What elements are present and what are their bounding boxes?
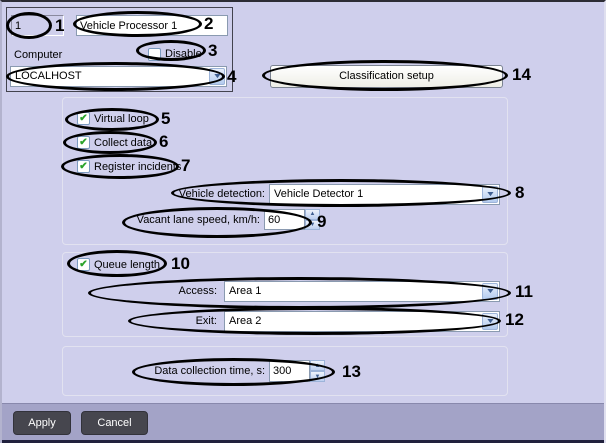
vacant-lane-speed-stepper[interactable]: ▲ ▼ — [305, 209, 320, 230]
callout-number-14: 14 — [512, 65, 531, 84]
queue-length-label: Queue length — [94, 259, 161, 271]
virtual-loop-checkbox[interactable]: ✔ — [77, 112, 90, 125]
collect-data-checkbox[interactable]: ✔ — [77, 136, 90, 149]
disable-checkbox[interactable] — [148, 48, 161, 61]
vehicle-detection-select[interactable]: Vehicle Detector 1 ▼ — [269, 184, 500, 205]
exit-label: Exit: — [195, 315, 217, 327]
computer-select-value: LOCALHOST — [15, 70, 82, 82]
collect-data-label: Collect data — [94, 137, 153, 149]
chevron-down-icon[interactable]: ▼ — [482, 186, 498, 203]
apply-button[interactable]: Apply — [13, 411, 71, 435]
data-collection-time-field[interactable] — [269, 360, 310, 382]
vehicle-detection-label: Vehicle detection: — [178, 188, 265, 200]
data-collection-time-label: Data collection time, s: — [154, 365, 265, 377]
identity-panel — [6, 7, 233, 92]
footer-edge — [2, 440, 604, 443]
spin-down-icon[interactable]: ▼ — [310, 371, 325, 382]
spin-up-icon[interactable]: ▲ — [310, 360, 325, 371]
vacant-lane-speed-label: Vacant lane speed, km/h: — [136, 214, 260, 226]
chevron-glyph: ▼ — [484, 191, 496, 198]
chevron-glyph: ▼ — [211, 73, 223, 80]
cancel-button[interactable]: Cancel — [81, 411, 148, 435]
chevron-down-icon[interactable]: ▼ — [482, 283, 498, 300]
register-incidents-checkbox[interactable]: ✔ — [77, 160, 90, 173]
computer-label: Computer — [14, 49, 63, 61]
queue-groupbox — [62, 252, 508, 337]
exit-value: Area 2 — [229, 315, 262, 327]
vehicle-detection-value: Vehicle Detector 1 — [274, 188, 364, 200]
register-incidents-label: Register incidents — [94, 161, 182, 173]
spin-down-icon[interactable]: ▼ — [305, 219, 320, 230]
exit-select[interactable]: Area 2 ▼ — [224, 311, 500, 332]
disable-checkbox-label: Disable — [165, 48, 202, 60]
data-collection-time-stepper[interactable]: ▲ ▼ — [310, 360, 325, 382]
check-icon: ✔ — [79, 113, 88, 124]
access-label: Access: — [178, 285, 217, 297]
computer-select[interactable]: LOCALHOST ▼ — [10, 66, 227, 87]
name-field[interactable] — [76, 15, 228, 36]
virtual-loop-label: Virtual loop — [94, 113, 149, 125]
check-icon: ✔ — [79, 161, 88, 172]
classification-setup-button[interactable]: Classification setup — [270, 65, 503, 88]
chevron-glyph: ▼ — [484, 318, 496, 325]
spin-up-icon[interactable]: ▲ — [305, 209, 320, 220]
chevron-down-icon[interactable]: ▼ — [482, 313, 498, 330]
data-collection-groupbox — [62, 346, 508, 396]
vacant-lane-speed-field[interactable] — [264, 209, 305, 230]
access-value: Area 1 — [229, 285, 262, 297]
check-icon: ✔ — [79, 259, 88, 270]
check-icon: ✔ — [79, 137, 88, 148]
chevron-glyph: ▼ — [484, 288, 496, 295]
access-select[interactable]: Area 1 ▼ — [224, 281, 500, 302]
chevron-down-icon[interactable]: ▼ — [209, 68, 225, 85]
queue-length-checkbox[interactable]: ✔ — [77, 258, 90, 271]
callout-number-11: 11 — [515, 282, 533, 301]
id-field[interactable] — [11, 15, 64, 36]
callout-number-8: 8 — [515, 183, 525, 202]
